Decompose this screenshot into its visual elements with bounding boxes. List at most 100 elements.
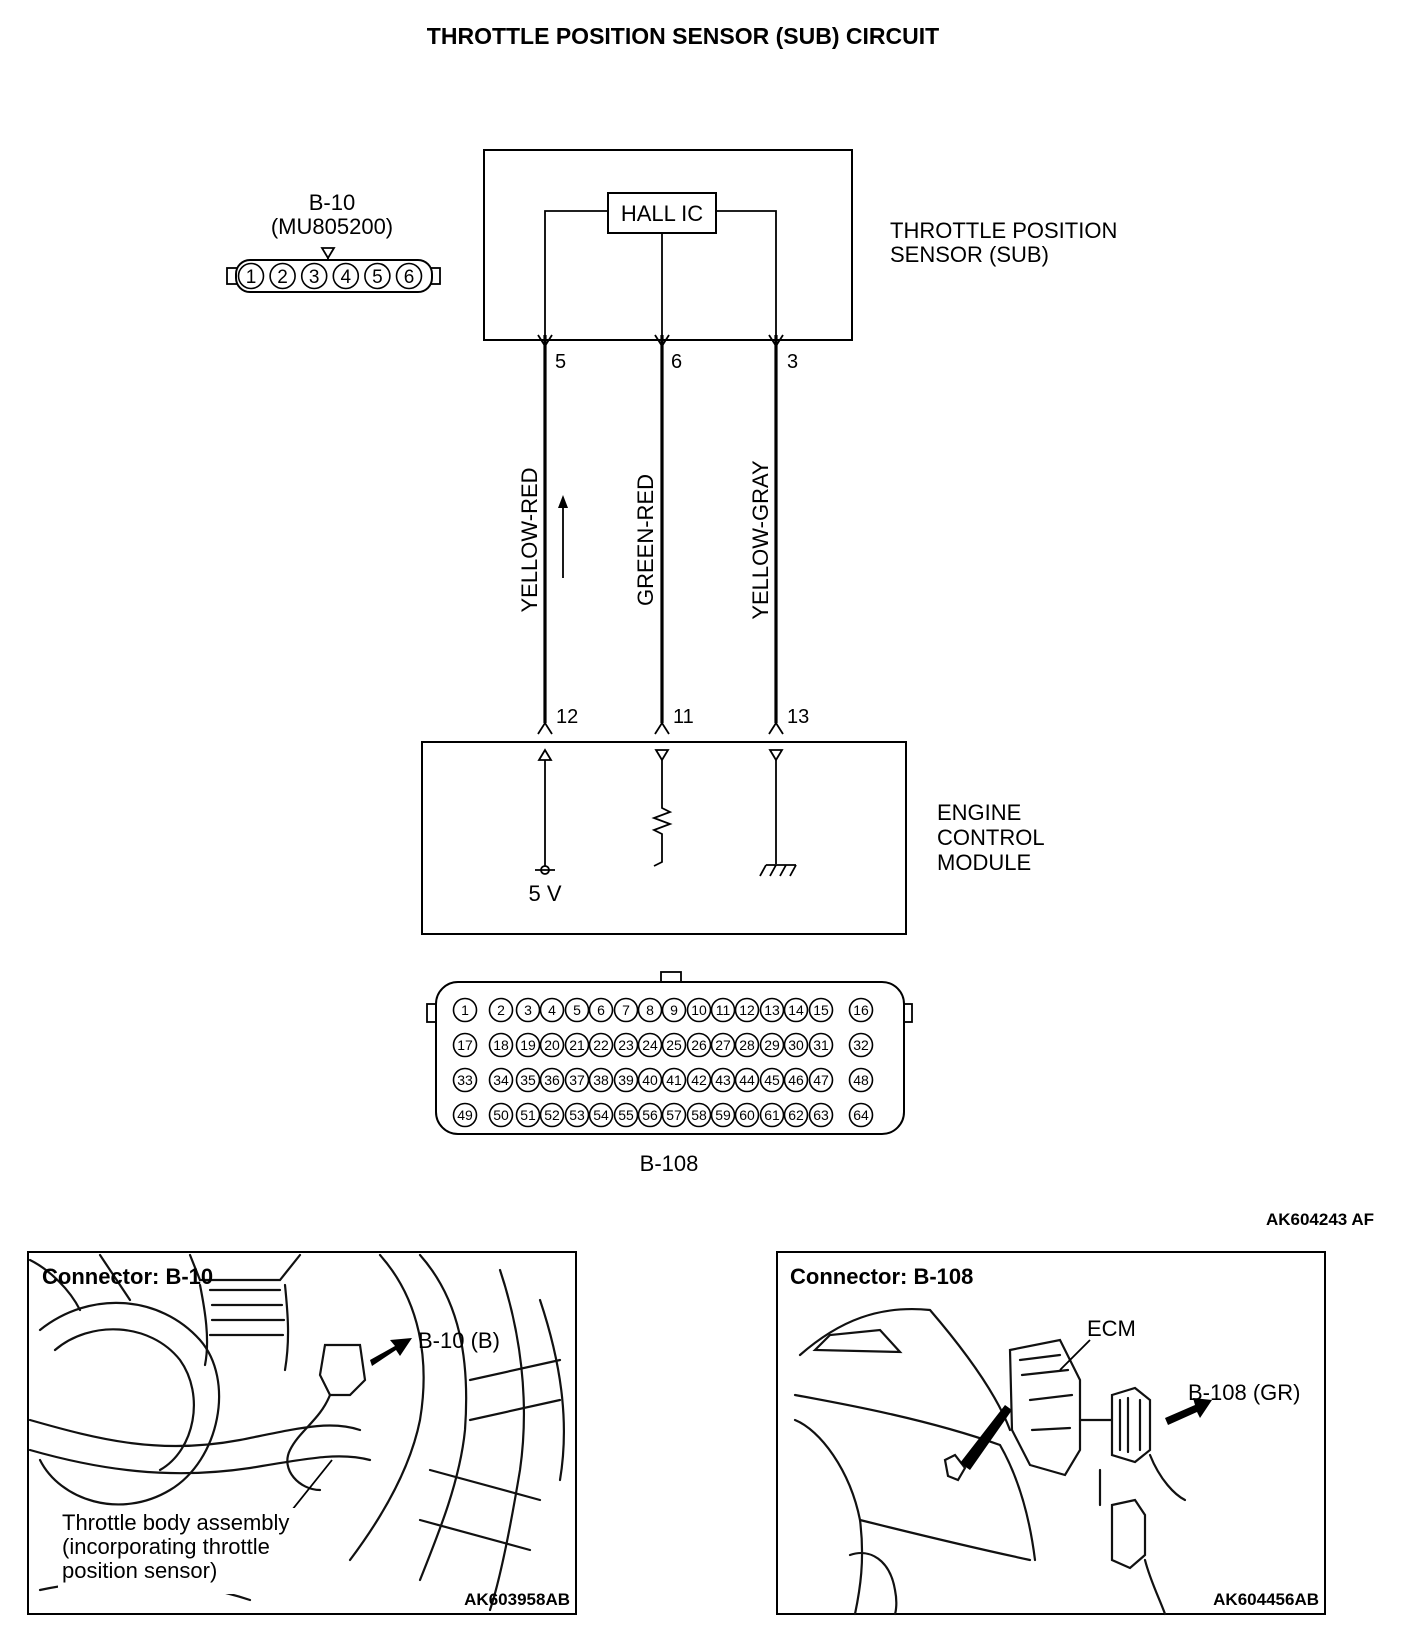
connector-b108-name: B-108 — [640, 1151, 699, 1176]
ecm-pin-11: 11 — [673, 706, 694, 728]
b108-pin-55: 55 — [613, 1102, 639, 1128]
svg-text:10: 10 — [691, 1002, 707, 1018]
wire-yellow-red: 5 YELLOW-RED 12 — [517, 334, 578, 735]
svg-text:1: 1 — [246, 267, 257, 288]
b108-pin-24: 24 — [637, 1032, 663, 1058]
b108-pin-9: 9 — [661, 997, 687, 1023]
b10-pin-6: 6 — [395, 262, 423, 290]
ecm-label-line1: ENGINE — [937, 800, 1021, 825]
svg-text:38: 38 — [593, 1072, 609, 1088]
ecm-pin-13: 13 — [787, 706, 809, 728]
b108-pin-5: 5 — [564, 997, 590, 1023]
svg-text:8: 8 — [646, 1002, 654, 1018]
b108-pin-22: 22 — [588, 1032, 614, 1058]
svg-text:63: 63 — [813, 1107, 829, 1123]
b108-pin-7: 7 — [613, 997, 639, 1023]
b108-pin-49: 49 — [452, 1102, 478, 1128]
b108-pin-52: 52 — [539, 1102, 565, 1128]
svg-text:44: 44 — [739, 1072, 755, 1088]
svg-text:56: 56 — [642, 1107, 658, 1123]
wire-green-red: 6 GREEN-RED 11 — [633, 334, 694, 735]
b108-pin-16: 16 — [848, 997, 874, 1023]
svg-text:33: 33 — [457, 1072, 473, 1088]
svg-text:21: 21 — [569, 1037, 585, 1053]
b108-pin-46: 46 — [783, 1067, 809, 1093]
svg-text:61: 61 — [764, 1107, 780, 1123]
svg-text:62: 62 — [788, 1107, 804, 1123]
engine-bay-illustration — [28, 1253, 566, 1612]
b108-pin-45: 45 — [759, 1067, 785, 1093]
svg-text:20: 20 — [544, 1037, 560, 1053]
panel-right-ecm-label: ECM — [1087, 1316, 1136, 1341]
b108-pin-1: 1 — [452, 997, 478, 1023]
panel-connector-b108: Connector: B-108 ECM B-108 (GR) AK604456… — [776, 1251, 1326, 1616]
hall-ic-label: HALL IC — [621, 201, 703, 226]
svg-text:64: 64 — [853, 1107, 869, 1123]
svg-text:27: 27 — [715, 1037, 731, 1053]
ecm-label-line3: MODULE — [937, 850, 1031, 875]
panel-left-note-line3: position sensor) — [62, 1558, 217, 1583]
b108-pin-36: 36 — [539, 1067, 565, 1093]
svg-text:24: 24 — [642, 1037, 658, 1053]
sensor-pin-3: 3 — [787, 351, 798, 373]
svg-text:18: 18 — [493, 1037, 509, 1053]
svg-text:42: 42 — [691, 1072, 707, 1088]
figure-ref: AK604243 AF — [1266, 1210, 1374, 1229]
svg-text:30: 30 — [788, 1037, 804, 1053]
svg-text:6: 6 — [404, 267, 415, 288]
b108-pin-53: 53 — [564, 1102, 590, 1128]
svg-text:45: 45 — [764, 1072, 780, 1088]
diagram-title: THROTTLE POSITION SENSOR (SUB) CIRCUIT — [427, 23, 939, 49]
svg-text:5: 5 — [573, 1002, 581, 1018]
svg-text:4: 4 — [341, 267, 352, 288]
ecm-pin-12: 12 — [556, 706, 578, 728]
svg-text:50: 50 — [493, 1107, 509, 1123]
b108-pin-56: 56 — [637, 1102, 663, 1128]
sensor-label-line2: SENSOR (SUB) — [890, 242, 1049, 267]
svg-text:6: 6 — [597, 1002, 605, 1018]
b108-pin-42: 42 — [686, 1067, 712, 1093]
b108-pin-51: 51 — [515, 1102, 541, 1128]
svg-text:39: 39 — [618, 1072, 634, 1088]
b108-pin-30: 30 — [783, 1032, 809, 1058]
svg-text:52: 52 — [544, 1107, 560, 1123]
svg-text:49: 49 — [457, 1107, 473, 1123]
b10-pin-5: 5 — [364, 262, 391, 290]
b108-pin-8: 8 — [637, 997, 663, 1023]
b108-pin-34: 34 — [488, 1067, 514, 1093]
ecm-label-line2: CONTROL — [937, 825, 1045, 850]
b108-pin-35: 35 — [515, 1067, 541, 1093]
svg-text:57: 57 — [666, 1107, 682, 1123]
wire-yellow-gray: 3 YELLOW-GRAY 13 — [748, 334, 809, 735]
svg-text:9: 9 — [670, 1002, 678, 1018]
wire-color-green-red: GREEN-RED — [633, 474, 658, 606]
svg-text:1: 1 — [461, 1002, 469, 1018]
panel-right-title: Connector: B-108 — [790, 1264, 973, 1289]
b108-pin-33: 33 — [452, 1067, 478, 1093]
b108-pin-2: 2 — [488, 997, 514, 1023]
svg-text:46: 46 — [788, 1072, 804, 1088]
svg-text:40: 40 — [642, 1072, 658, 1088]
wire-color-yellow-red: YELLOW-RED — [517, 467, 542, 612]
b108-pin-37: 37 — [564, 1067, 590, 1093]
supply-5v-label: 5 V — [528, 881, 561, 906]
b108-pin-4: 4 — [539, 997, 565, 1023]
svg-text:2: 2 — [277, 267, 288, 288]
svg-text:2: 2 — [497, 1002, 505, 1018]
svg-text:36: 36 — [544, 1072, 560, 1088]
resistor-symbol — [651, 760, 673, 867]
b108-pin-64: 64 — [848, 1102, 874, 1128]
svg-text:48: 48 — [853, 1072, 869, 1088]
b108-pin-57: 57 — [661, 1102, 687, 1128]
b108-pin-41: 41 — [661, 1067, 687, 1093]
ground-symbol — [759, 864, 797, 877]
b108-pin-38: 38 — [588, 1067, 614, 1093]
panel-right-callout: B-108 (GR) — [1188, 1380, 1300, 1405]
vehicle-ecm-illustration — [793, 1308, 1212, 1616]
sensor-pin-5: 5 — [555, 351, 566, 373]
b108-pin-15: 15 — [808, 997, 834, 1023]
svg-text:13: 13 — [764, 1002, 780, 1018]
b108-pin-58: 58 — [686, 1102, 712, 1128]
